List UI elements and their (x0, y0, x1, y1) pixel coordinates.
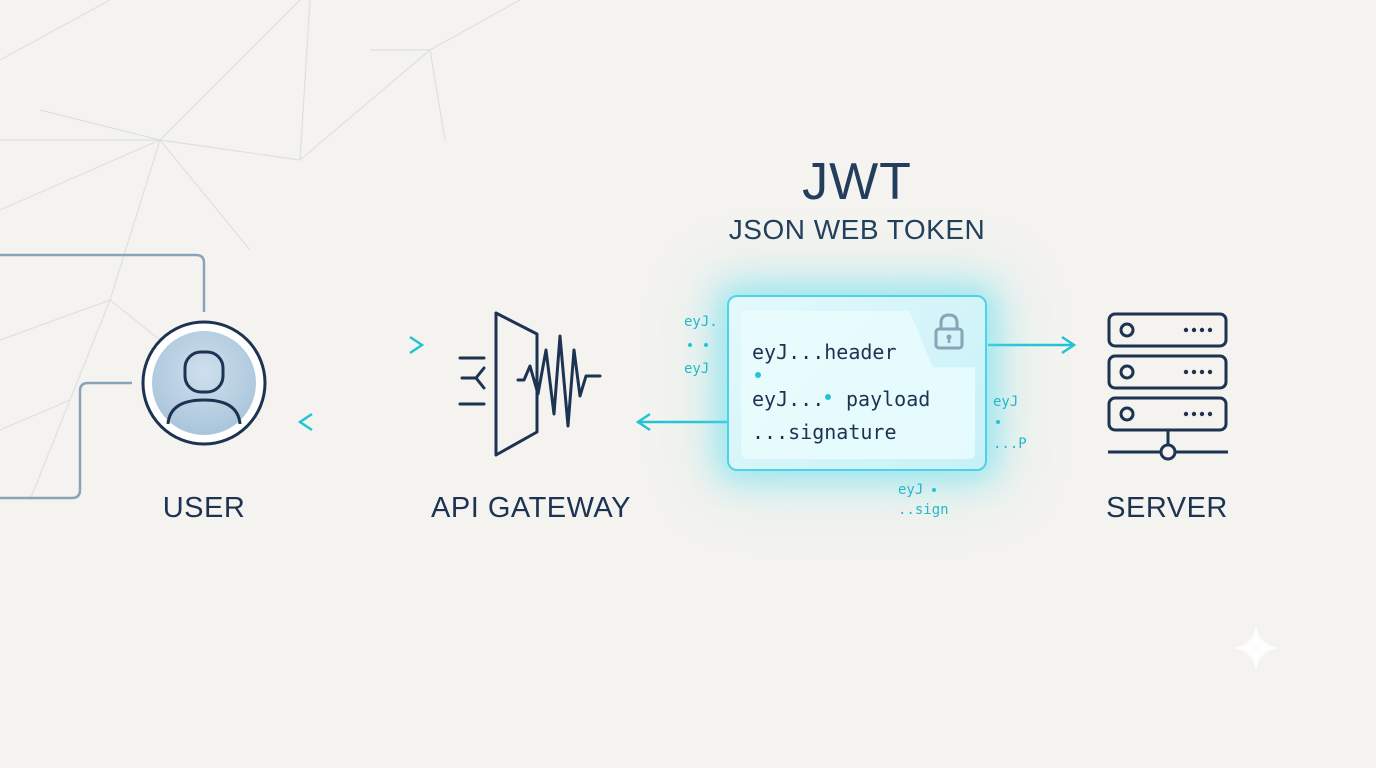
token-dot (825, 394, 831, 400)
fragment-dot (704, 343, 708, 347)
diagram-title: JWT (802, 153, 912, 211)
server-led-dots (1183, 327, 1213, 417)
lock-icon (934, 313, 964, 350)
fragment-right-top: eyJ (993, 394, 1019, 410)
background-network-lines (0, 0, 521, 501)
token-payload-prefix: eyJ... (752, 387, 825, 411)
server-label: SERVER (1106, 492, 1228, 524)
token-signature-line: ...signature (752, 420, 897, 444)
arrow-token-to-gateway (635, 412, 728, 432)
user-connector-lines (0, 253, 206, 500)
fragment-left-bottom: eyJ (684, 361, 710, 377)
fragment-dot (932, 488, 936, 492)
jwt-token-card (727, 295, 987, 471)
token-header-line: eyJ...header (752, 340, 897, 364)
arrow-token-to-server (988, 335, 1077, 355)
fragment-dot (996, 420, 1000, 424)
fragment-below-top: eyJ (898, 482, 924, 498)
api-gateway-label: API GATEWAY (431, 492, 631, 524)
server-rack-icon (1107, 312, 1228, 461)
fragment-left-top: eyJ. (684, 314, 718, 330)
token-dot (755, 372, 761, 378)
arrow-gateway-to-user (297, 412, 420, 432)
token-payload-label: payload (846, 387, 931, 411)
diagram-subtitle: JSON WEB TOKEN (728, 214, 986, 245)
sparkle-icon (1234, 626, 1278, 670)
user-avatar-icon (141, 320, 267, 446)
fragment-dot (688, 343, 692, 347)
user-label: USER (162, 492, 246, 524)
fragment-right-bottom: ...P (993, 436, 1027, 452)
arrow-user-to-gateway (300, 335, 425, 355)
fragment-below-bottom: ..sign (898, 502, 949, 518)
api-gateway-icon (458, 311, 602, 457)
